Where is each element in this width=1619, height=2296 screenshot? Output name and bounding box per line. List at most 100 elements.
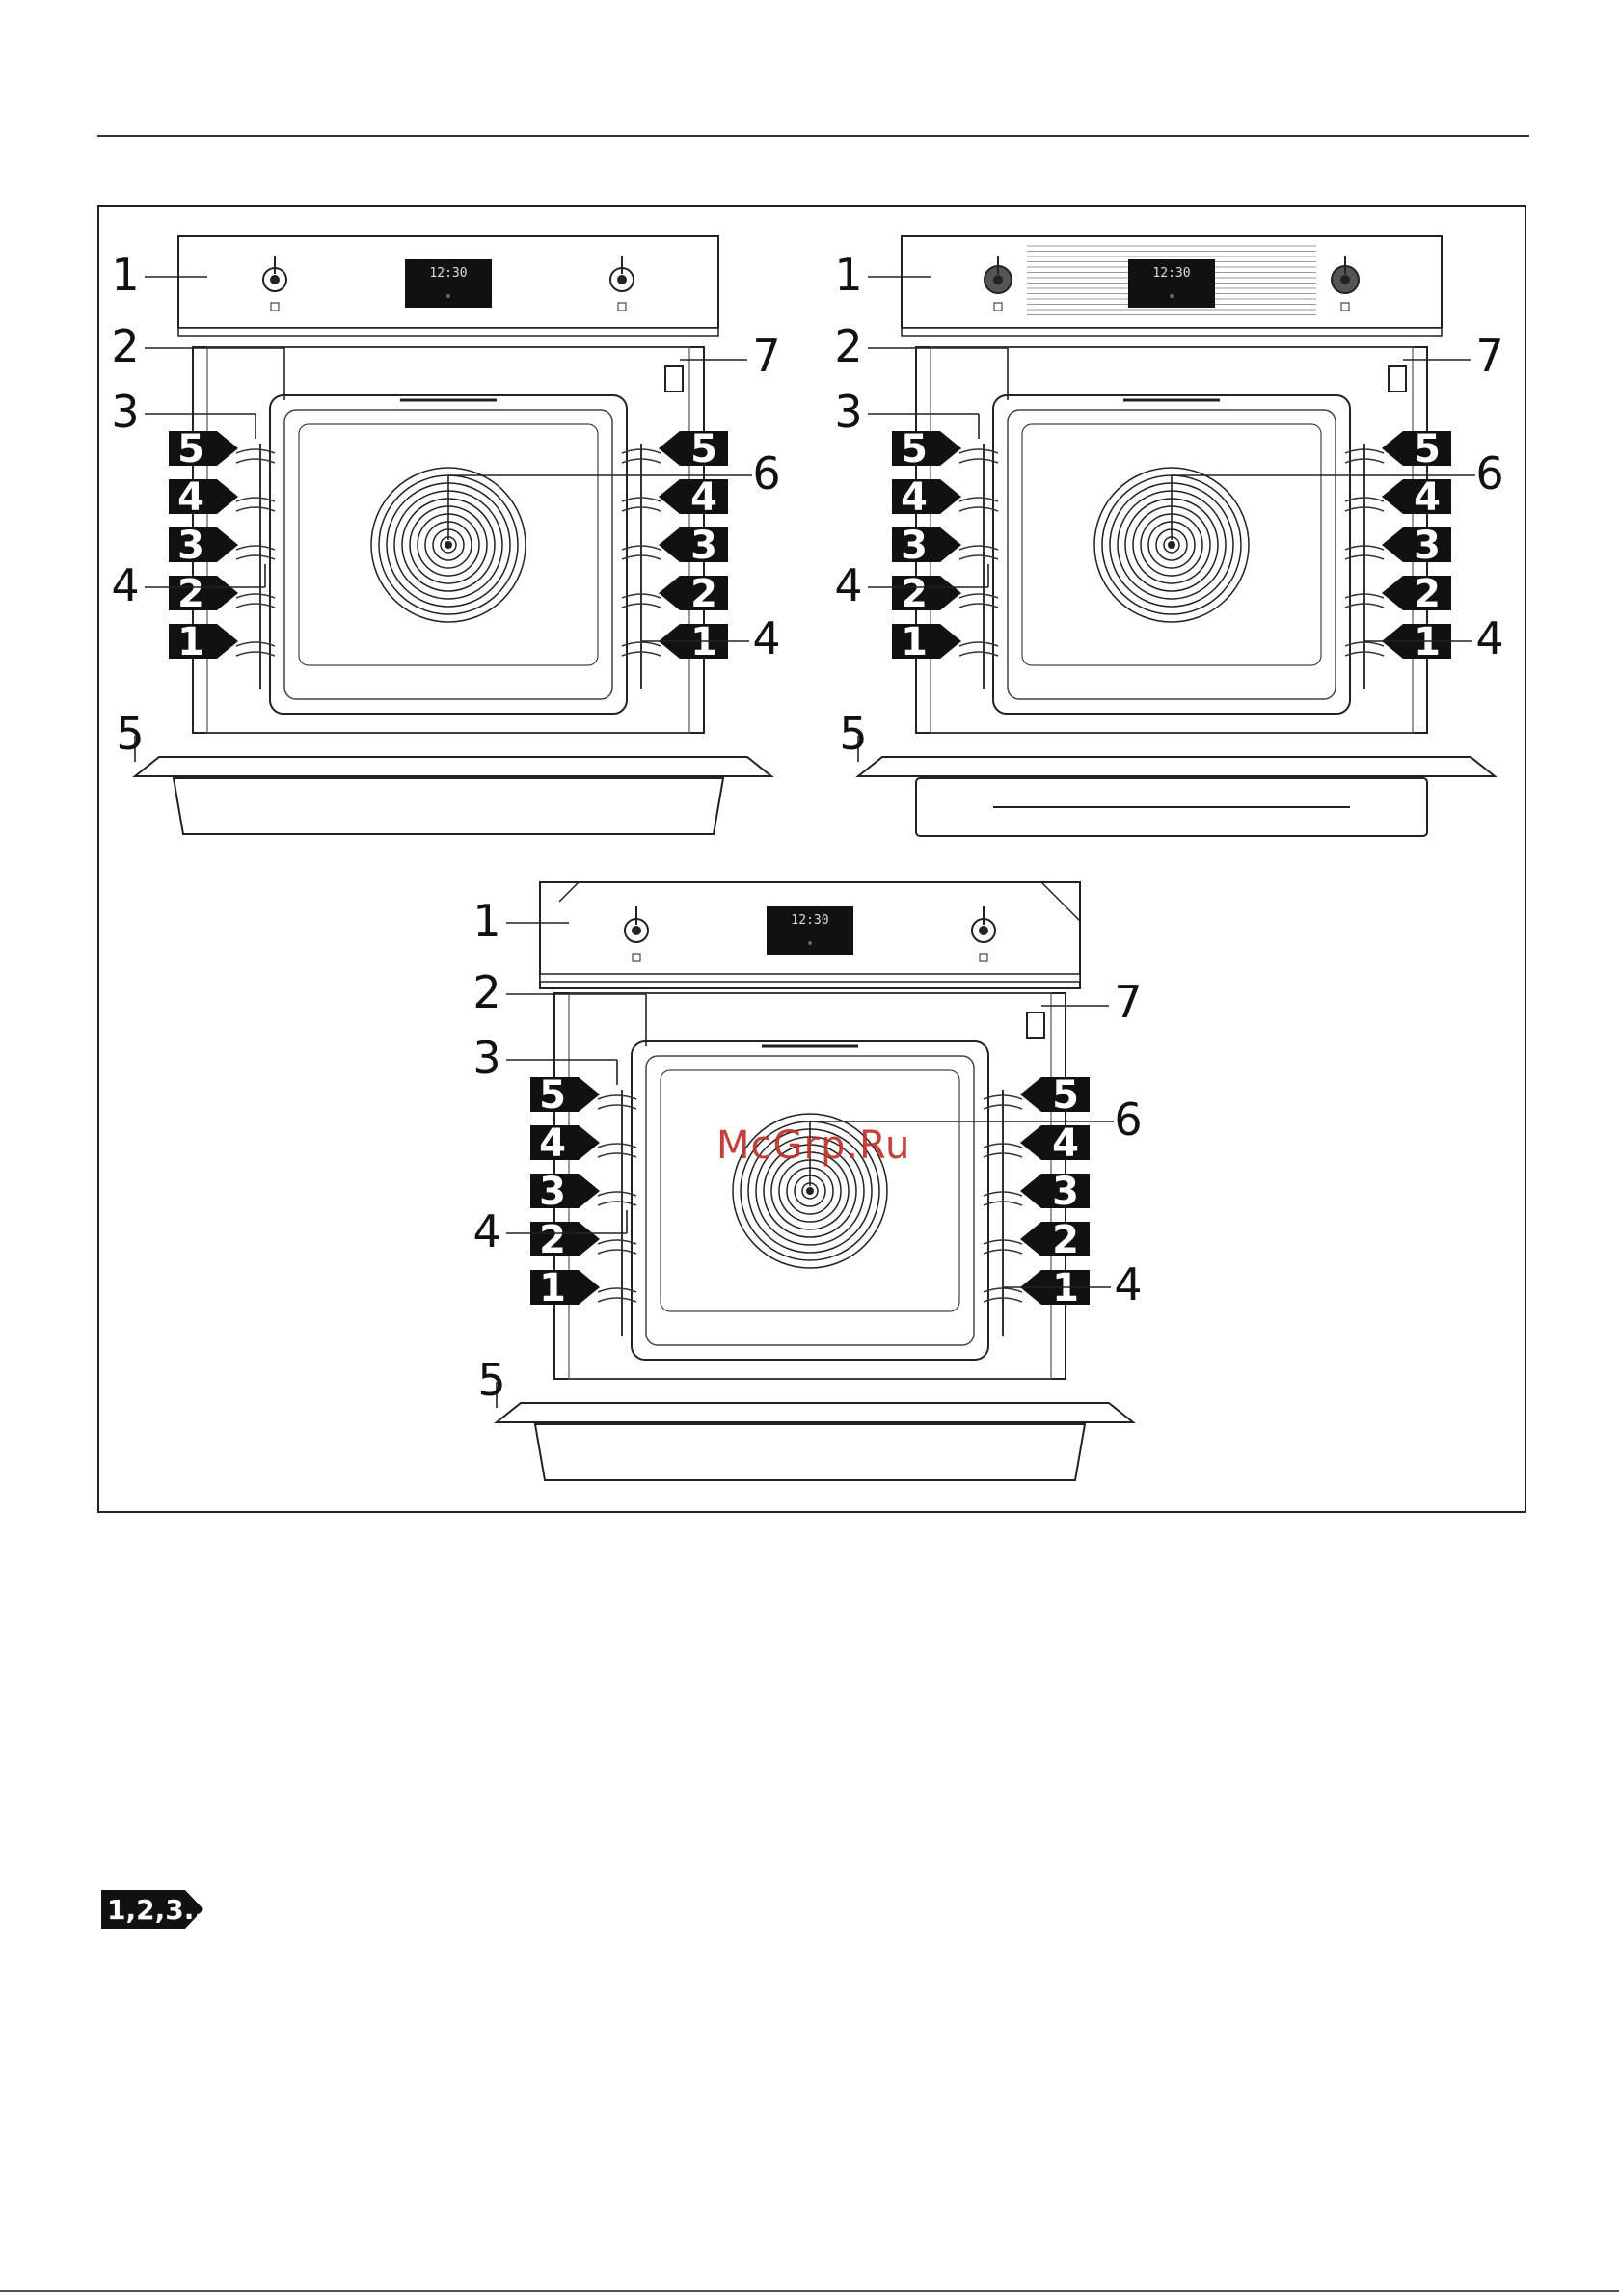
shelf-level-label: 5 bbox=[1414, 427, 1441, 472]
shelf-level-label: 1 bbox=[690, 620, 717, 664]
shelf-level-left-2: 2 bbox=[892, 572, 961, 616]
callout-4-left: 4 bbox=[111, 559, 139, 611]
callout-6: 6 bbox=[1475, 447, 1503, 500]
callout-7: 7 bbox=[1114, 976, 1142, 1028]
shelf-level-right-2: 2 bbox=[659, 572, 728, 616]
clock-display: 12:30 bbox=[1152, 266, 1190, 281]
shelf-level-left-5: 5 bbox=[892, 427, 961, 472]
shelf-level-left-2: 2 bbox=[530, 1218, 600, 1262]
shelf-level-right-5: 5 bbox=[1382, 427, 1451, 472]
lamp-icon bbox=[665, 366, 683, 392]
shelf-level-label: 3 bbox=[177, 524, 204, 568]
callout-4-left: 4 bbox=[472, 1205, 500, 1257]
callout-5: 5 bbox=[477, 1354, 505, 1406]
callout-3: 3 bbox=[472, 1032, 500, 1084]
shelf-level-right-4: 4 bbox=[659, 475, 728, 520]
shelf-level-label: 5 bbox=[1052, 1073, 1079, 1118]
shelf-level-label: 1 bbox=[539, 1266, 566, 1310]
clock-display: 12:30 bbox=[791, 913, 828, 928]
step-badge-label: 1,2,3... bbox=[107, 1894, 215, 1926]
shelf-level-right-3: 3 bbox=[1382, 524, 1451, 568]
shelf-level-label: 1 bbox=[1052, 1266, 1079, 1310]
callout-1: 1 bbox=[472, 895, 500, 947]
callout-2: 2 bbox=[472, 966, 500, 1018]
shelf-level-right-2: 2 bbox=[1382, 572, 1451, 616]
shelf-level-label: 5 bbox=[901, 427, 928, 472]
callout-5: 5 bbox=[839, 708, 867, 760]
oven-door bbox=[858, 757, 1495, 776]
shelf-level-left-5: 5 bbox=[169, 427, 238, 472]
shelf-level-label: 3 bbox=[690, 524, 717, 568]
shelf-level-label: 1 bbox=[901, 620, 928, 664]
shelf-level-left-2: 2 bbox=[169, 572, 238, 616]
shelf-level-label: 5 bbox=[690, 427, 717, 472]
callout-lines bbox=[135, 277, 752, 762]
shelf-level-label: 4 bbox=[1414, 475, 1441, 520]
callout-3: 3 bbox=[111, 386, 139, 438]
shelf-level-label: 1 bbox=[177, 620, 204, 664]
shelf-level-left-3: 3 bbox=[892, 524, 961, 568]
door-lower bbox=[174, 778, 723, 834]
shelf-level-label: 3 bbox=[1052, 1170, 1079, 1214]
shelf-level-left-3: 3 bbox=[169, 524, 238, 568]
callout-4-right: 4 bbox=[752, 612, 780, 664]
shelf-level-label: 1 bbox=[1414, 620, 1441, 664]
callout-1: 1 bbox=[834, 249, 862, 301]
callout-5: 5 bbox=[116, 708, 144, 760]
door-lower bbox=[535, 1424, 1085, 1480]
shelf-level-label: 4 bbox=[901, 475, 928, 520]
clock-display: 12:30 bbox=[429, 266, 467, 281]
shelf-level-label: 3 bbox=[901, 524, 928, 568]
shelf-level-right-5: 5 bbox=[659, 427, 728, 472]
shelf-level-label: 3 bbox=[1414, 524, 1441, 568]
shelf-level-label: 2 bbox=[1414, 572, 1441, 616]
shelf-level-label: 4 bbox=[1052, 1121, 1079, 1166]
shelf-level-left-1: 1 bbox=[530, 1266, 600, 1310]
callout-lines bbox=[858, 277, 1475, 762]
shelf-level-label: 4 bbox=[539, 1121, 566, 1166]
callout-4-right: 4 bbox=[1114, 1258, 1142, 1310]
shelf-level-left-4: 4 bbox=[530, 1121, 600, 1166]
lamp-icon bbox=[1027, 1013, 1044, 1038]
callout-7: 7 bbox=[1475, 330, 1503, 382]
callout-7: 7 bbox=[752, 330, 780, 382]
shelf-level-right-1: 1 bbox=[1020, 1266, 1090, 1310]
shelf-level-label: 2 bbox=[901, 572, 928, 616]
shelf-level-right-5: 5 bbox=[1020, 1073, 1090, 1118]
shelf-level-left-4: 4 bbox=[892, 475, 961, 520]
shelf-level-left-3: 3 bbox=[530, 1170, 600, 1214]
lamp-icon bbox=[1389, 366, 1406, 392]
shelf-level-right-4: 4 bbox=[1020, 1121, 1090, 1166]
callout-4-left: 4 bbox=[834, 559, 862, 611]
shelf-level-left-4: 4 bbox=[169, 475, 238, 520]
shelf-level-right-1: 1 bbox=[659, 620, 728, 664]
shelf-level-left-1: 1 bbox=[892, 620, 961, 664]
callout-2: 2 bbox=[834, 320, 862, 372]
oven-door bbox=[497, 1403, 1133, 1422]
shelf-level-right-3: 3 bbox=[1020, 1170, 1090, 1214]
shelf-level-label: 2 bbox=[1052, 1218, 1079, 1262]
callout-1: 1 bbox=[111, 249, 139, 301]
shelf-level-label: 4 bbox=[690, 475, 717, 520]
shelf-level-label: 5 bbox=[539, 1073, 566, 1118]
callout-4-right: 4 bbox=[1475, 612, 1503, 664]
shelf-level-label: 2 bbox=[177, 572, 204, 616]
callout-6: 6 bbox=[1114, 1094, 1142, 1146]
shelf-level-label: 2 bbox=[690, 572, 717, 616]
shelf-level-label: 3 bbox=[539, 1170, 566, 1214]
footer-rule bbox=[0, 2290, 1619, 2292]
shelf-level-left-1: 1 bbox=[169, 620, 238, 664]
shelf-level-right-3: 3 bbox=[659, 524, 728, 568]
callout-3: 3 bbox=[834, 386, 862, 438]
step-badge: 1,2,3... bbox=[101, 1890, 203, 1929]
callout-2: 2 bbox=[111, 320, 139, 372]
watermark: McGrp.Ru bbox=[716, 1123, 910, 1168]
oven-door bbox=[135, 757, 771, 776]
shelf-level-right-4: 4 bbox=[1382, 475, 1451, 520]
shelf-level-right-1: 1 bbox=[1382, 620, 1451, 664]
shelf-level-label: 5 bbox=[177, 427, 204, 472]
callout-6: 6 bbox=[752, 447, 780, 500]
